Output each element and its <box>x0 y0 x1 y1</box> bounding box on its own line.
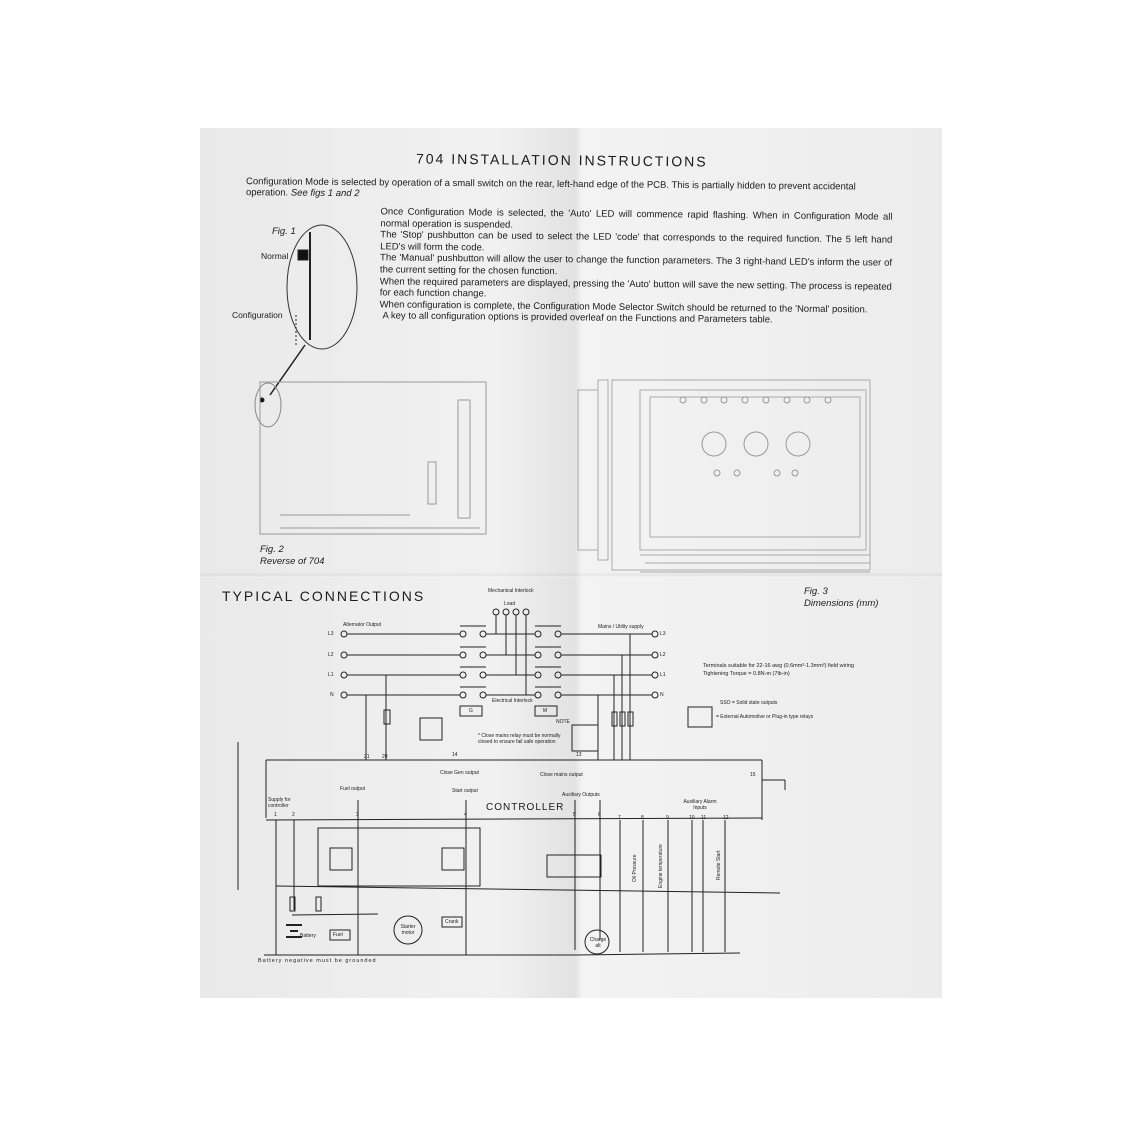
terminal-number: 11 <box>701 815 707 821</box>
close-mains-output-label: Close mains output <box>540 772 583 778</box>
phase-label: L3 <box>660 631 666 637</box>
fuel-label: Fuel <box>333 932 343 938</box>
terminal-number: 7 <box>618 815 621 821</box>
phase-label: L2 <box>660 652 666 658</box>
terminal-number: 14 <box>452 752 458 758</box>
arrow-line <box>269 344 306 396</box>
phase-label: L1 <box>660 672 666 678</box>
page-title: 704 INSTALLATION INSTRUCTIONS <box>415 150 708 170</box>
terminal-number: 8 <box>641 815 644 821</box>
auxiliary-outputs-label: Auxiliary Outputs <box>562 792 600 798</box>
fig3-dimensions <box>577 379 871 573</box>
mains-relay <box>571 724 599 752</box>
charge-alt-label: Charge alt <box>589 937 607 949</box>
torque-note: Tightening Torque = 0.8N-m (7lb-in) <box>703 671 790 677</box>
controller-box <box>237 742 786 890</box>
phase-label: L3 <box>328 631 334 637</box>
starter-motor-symbol <box>393 915 423 945</box>
electrical-interlock-label: Electrical Interlock <box>492 698 533 704</box>
ground-note: Battery negative must be grounded <box>258 958 377 964</box>
contactor-g <box>459 705 483 717</box>
gen-relay <box>419 717 443 741</box>
oil-pressure-label: Oil Pressure <box>632 854 638 882</box>
contactor-m-label: M <box>543 708 548 714</box>
fig1-caption: Fig. 1 <box>272 226 296 237</box>
close-gen-output-label: Close Gen output <box>440 770 479 776</box>
fig1-switch-diagram <box>254 224 358 428</box>
auxiliary-alarm-inputs-label: Auxiliary Alarm Inputs <box>683 799 717 811</box>
paper-fold <box>200 572 942 578</box>
starter-motor-label: Starter motor <box>400 924 416 936</box>
configuration-steps: Once Configuration Mode is selected, the… <box>379 206 893 327</box>
phase-label: N <box>330 692 334 698</box>
mechanical-interlock-label: Mechanical Interlock <box>488 588 534 594</box>
terminal-number: 3 <box>356 812 359 818</box>
phase-label: L1 <box>328 672 334 678</box>
load-label: Load <box>504 601 516 607</box>
phase-label: L2 <box>328 652 334 658</box>
terminal-number: 15 <box>750 772 756 778</box>
fig1-config-label: Configuration <box>232 310 283 320</box>
terminal-number: 6 <box>598 812 601 818</box>
terminal-number: 5 <box>573 812 576 818</box>
terminal-number: 10 <box>689 815 695 821</box>
terminals-note: Terminals suitable for 22-16 awg (0.6mm²… <box>703 663 854 669</box>
fig2-subtitle: Reverse of 704 <box>260 556 325 567</box>
terminal-number: 4 <box>464 812 467 818</box>
section-heading: TYPICAL CONNECTIONS <box>222 588 426 604</box>
engine-temperature-label: Engine temperature <box>658 844 664 888</box>
contactor-m <box>534 705 558 717</box>
remote-start-label: Remote Start <box>716 850 722 880</box>
fig3-subtitle: Dimensions (mm) <box>804 598 879 609</box>
battery-label: Battery <box>300 933 316 939</box>
supply-label: Supply for controller <box>268 797 291 809</box>
controller-label: CONTROLLER <box>486 802 565 813</box>
terminal-number: 20 <box>382 754 388 760</box>
note-label: NOTE <box>556 719 570 725</box>
terminal-number: 2 <box>292 812 295 818</box>
wiring-diagram <box>237 608 786 956</box>
intro-figure-reference: See figs 1 and 2 <box>290 187 360 200</box>
terminal-number: 21 <box>364 754 370 760</box>
crank-label: Crank <box>445 919 459 925</box>
fig2-caption: Fig. 2 <box>260 544 284 555</box>
switch-knob <box>297 249 309 261</box>
legend-relay: = External Automotive or Plug-in type re… <box>716 714 814 720</box>
lower-wiring <box>264 800 781 956</box>
fig2-board <box>259 381 487 535</box>
phase-lines <box>340 608 659 699</box>
fig3-caption: Fig. 3 <box>804 586 828 597</box>
fig1-normal-label: Normal <box>261 251 289 261</box>
charge-alt-symbol <box>584 929 610 955</box>
start-output-label: Start output <box>452 788 478 794</box>
mains-supply-label: Mains / Utility supply <box>598 624 644 630</box>
terminal-number: 12 <box>723 815 729 821</box>
note-text: * Close mains relay must be normally clo… <box>478 733 561 745</box>
legend-ssr: SSO = Solid state outputs <box>720 700 778 706</box>
alternator-output-label: Alternator Output <box>343 622 382 628</box>
phase-label: N <box>660 692 664 698</box>
contactor-g-label: G <box>469 708 473 714</box>
fuel-output-label: Fuel output <box>340 786 366 792</box>
relay-legend-symbol <box>687 706 713 728</box>
terminal-number: 1 <box>274 812 277 818</box>
terminal-number: 9 <box>666 815 669 821</box>
terminal-number: 13 <box>576 752 582 758</box>
